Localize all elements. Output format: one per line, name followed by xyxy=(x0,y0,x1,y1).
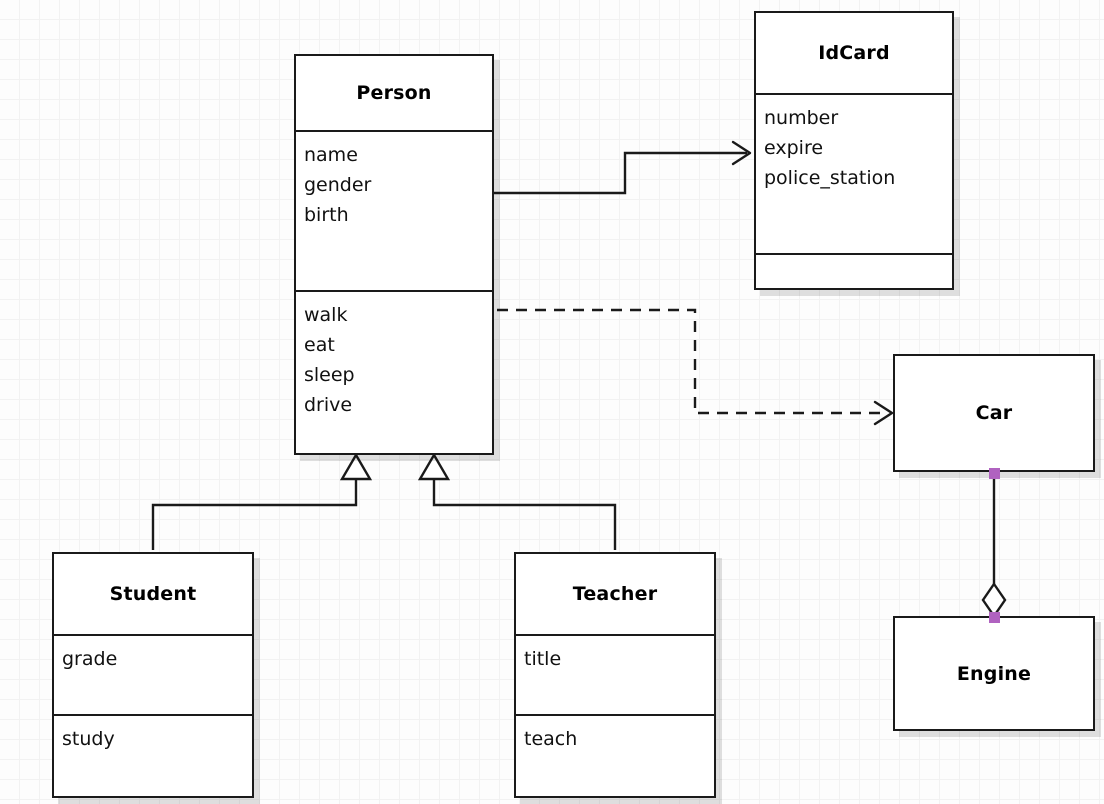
relation-car-engine[interactable] xyxy=(981,472,1007,619)
method-item: sleep xyxy=(304,364,355,386)
class-name-teacher: Teacher xyxy=(572,583,658,605)
edge-endpoint-handle[interactable] xyxy=(989,468,1000,479)
uml-class-engine[interactable]: Engine xyxy=(893,616,1095,731)
attribute-item: birth xyxy=(304,204,349,226)
uml-class-idcard[interactable]: IdCard number expire police_station xyxy=(754,11,954,290)
attribute-item: number xyxy=(764,107,839,129)
uml-class-teacher[interactable]: Teacher title teach xyxy=(514,552,716,798)
methods-person: walk eat sleep drive xyxy=(296,290,492,453)
attribute-item: police_station xyxy=(764,167,896,189)
attribute-item: grade xyxy=(62,648,118,670)
class-name-person: Person xyxy=(356,82,432,104)
uml-class-student[interactable]: Student grade study xyxy=(52,552,254,798)
relation-teacher-person[interactable] xyxy=(417,452,617,550)
class-name-student: Student xyxy=(109,583,197,605)
open-arrowhead-icon xyxy=(873,400,894,426)
attributes-person: name gender birth xyxy=(296,130,492,290)
class-name-car: Car xyxy=(975,402,1013,424)
open-arrowhead-icon xyxy=(731,140,752,166)
attribute-item: name xyxy=(304,144,358,166)
relation-student-person[interactable] xyxy=(151,452,373,550)
uml-class-person[interactable]: Person name gender birth walk eat sleep … xyxy=(294,54,494,455)
attributes-teacher: title xyxy=(516,634,714,714)
method-item: drive xyxy=(304,394,353,416)
methods-teacher: teach xyxy=(516,714,714,796)
edge-endpoint-handle[interactable] xyxy=(989,612,1000,623)
hollow-triangle-icon xyxy=(339,452,373,481)
relation-person-car[interactable] xyxy=(497,308,894,426)
method-item: walk xyxy=(304,304,348,326)
attributes-idcard: number expire police_station xyxy=(756,93,952,253)
relation-person-idcard[interactable] xyxy=(494,140,752,195)
class-name-idcard: IdCard xyxy=(818,42,890,64)
attribute-item: expire xyxy=(764,137,824,159)
attribute-item: gender xyxy=(304,174,372,196)
method-item: teach xyxy=(524,728,578,750)
methods-student: study xyxy=(54,714,252,796)
method-item: study xyxy=(62,728,115,750)
method-item: eat xyxy=(304,334,335,356)
class-name-engine: Engine xyxy=(956,662,1032,685)
attribute-item: title xyxy=(524,648,562,670)
methods-idcard xyxy=(756,253,952,288)
hollow-triangle-icon xyxy=(417,452,451,481)
uml-class-car[interactable]: Car xyxy=(893,354,1095,472)
attributes-student: grade xyxy=(54,634,252,714)
